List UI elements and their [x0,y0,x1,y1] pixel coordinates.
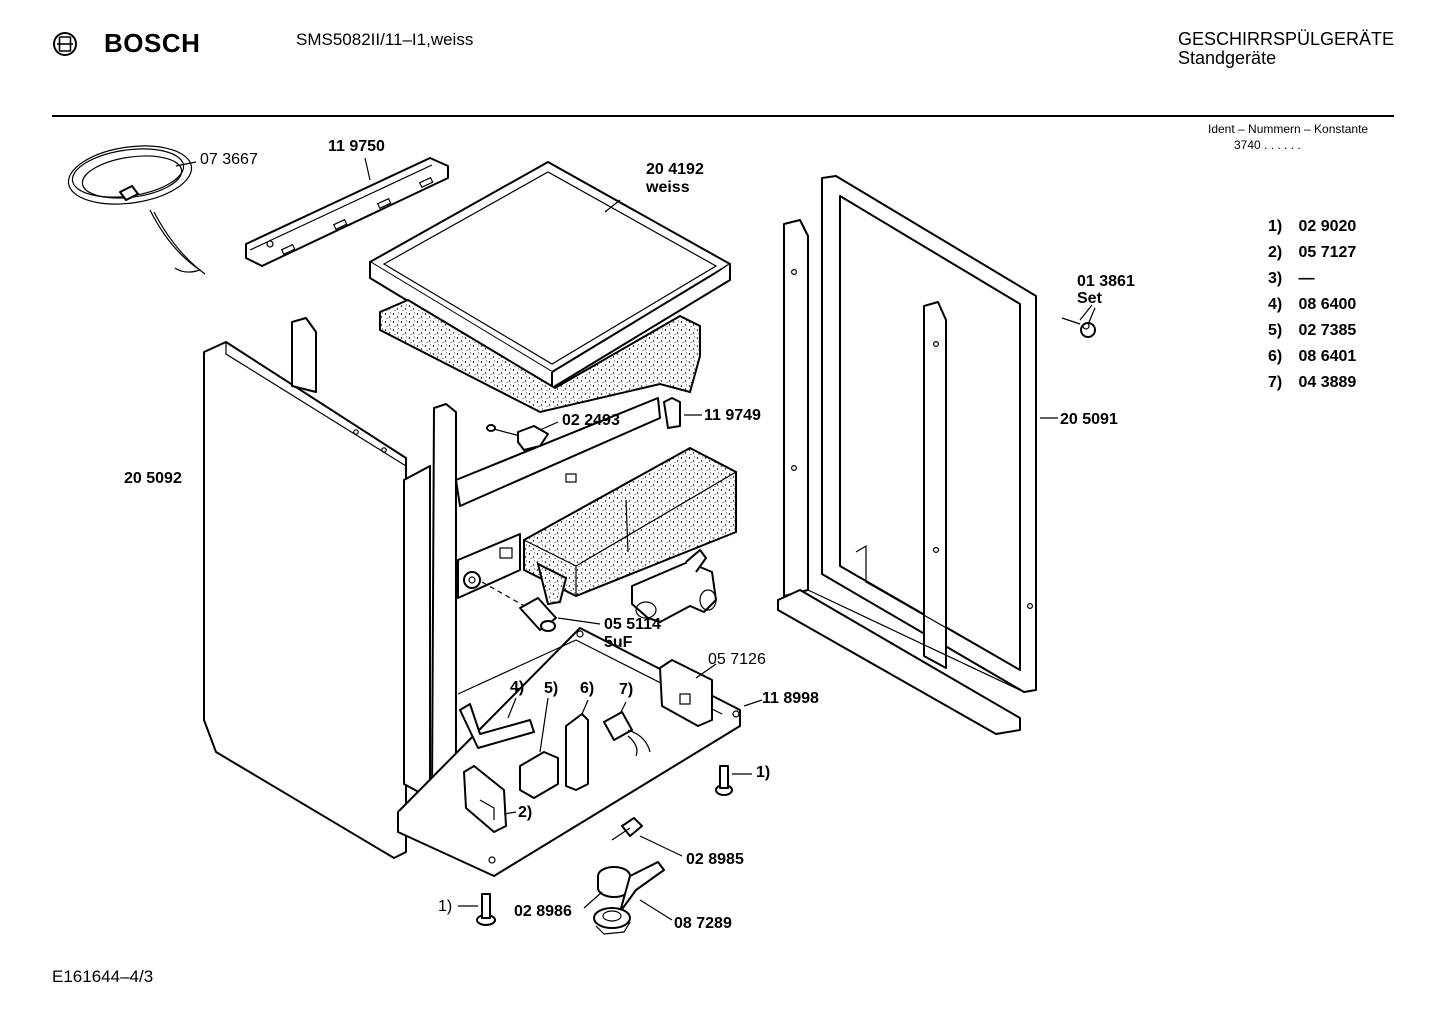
bosch-logo-icon [52,31,78,57]
label-callout-4: 4) [510,679,525,696]
left-side-panel-icon [203,317,407,859]
insulation-pad-icon [379,298,701,414]
bracket-mid-icon [659,659,717,727]
label-valve: 08 7289 [674,915,732,932]
valve-icon [593,861,673,935]
label-rail: 11 9750 [328,138,385,155]
part-5-icon [519,697,559,799]
control-panel-icon [455,397,661,599]
subcategory-title: Standgeräte [1178,48,1277,68]
model-number: SMS5082II/11–I1,weiss [296,30,474,49]
label-bracket-mid: 05 7126 [708,651,766,668]
part-4-icon [459,697,535,749]
power-cord-icon [67,145,206,275]
legend-row: 7) 04 3889 [1268,374,1357,391]
duct-housing-icon [523,446,737,606]
legend-row: 4) 08 6400 [1268,296,1357,313]
label-capacitor: 05 5114 [604,616,661,633]
label-right-panel: 20 5091 [1060,411,1118,428]
brand-name: BOSCH [104,28,201,58]
foot-right-icon [715,765,752,796]
label-left-panel: 20 5092 [124,470,182,487]
label-screw-clip: 02 2493 [562,412,620,429]
label-bracket-top: 11 9749 [704,407,761,424]
switch-icon [611,817,683,857]
part-2-icon [463,765,517,833]
label-callout-5: 5) [544,680,559,697]
label-callout-2: 2) [518,804,533,821]
float-icon [583,866,631,909]
legend: 1) 02 9020 2) 05 7127 3) — 4) 08 6400 5)… [1268,218,1356,400]
leader-line [743,699,763,707]
leader-line [364,157,371,181]
label-callout-6: 6) [580,680,595,697]
right-side-frame-icon [777,175,1037,735]
bracket-top-icon [663,397,681,429]
screw-clip-icon [486,421,559,451]
label-set: Set [1077,290,1102,307]
screw-set-icon [1061,304,1096,338]
part-6-icon [565,699,589,791]
category-title: GESCHIRRSPÜLGERÄTE [1178,29,1395,49]
label-base: 11 8998 [762,690,819,707]
front-upright-icon [403,403,457,811]
label-callout-7: 7) [619,681,634,698]
rail-icon [245,157,449,267]
ident-label: Ident – Nummern – Konstante [1208,122,1369,136]
label-worktop: 20 4192 [646,161,704,178]
legend-row: 6) 08 6401 [1268,348,1357,365]
ident-value: 3740 . . . . . . [1234,138,1301,152]
label-callout-1-right: 1) [756,764,771,781]
legend-row: 1) 02 9020 [1268,218,1357,235]
drawing-code: E161644–4/3 [52,967,154,986]
part-7-icon [603,701,651,757]
label-power-cord: 07 3667 [200,151,258,168]
label-switch: 02 8985 [686,851,744,868]
y-hose-icon [631,549,717,623]
worktop-icon [369,161,731,389]
label-set-number: 01 3861 [1077,273,1135,290]
header-divider [52,115,1394,117]
label-capacitor-value: 5uF [604,634,633,651]
legend-row: 5) 02 7385 [1268,322,1357,339]
foot-left-icon [458,893,496,926]
leader-line [175,161,197,167]
label-worktop-color: weiss [646,179,690,196]
legend-row: 3) — [1268,270,1315,287]
legend-row: 2) 05 7127 [1268,244,1357,261]
capacitor-icon [481,581,601,632]
label-callout-1-left: 1) [438,898,453,915]
label-float: 02 8986 [514,903,572,920]
